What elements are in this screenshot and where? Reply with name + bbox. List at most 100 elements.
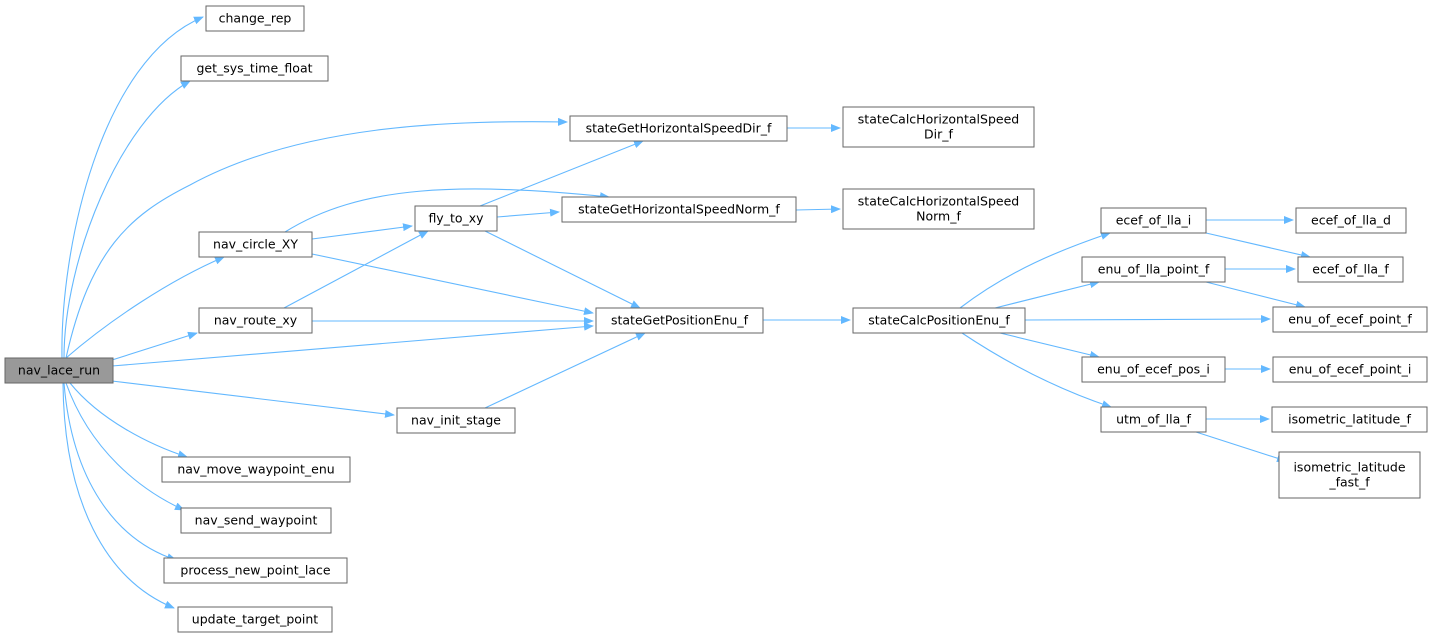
edge-fly_to_xy-to-stateGetPositionEnu_f [484,230,641,309]
edge-ecef_of_lla_i-to-ecef_of_lla_f [1205,232,1311,259]
node-box [561,196,797,223]
edge-nav_init_stage-to-stateGetPositionEnu_f [484,332,646,409]
node-label: stateCalcHorizontalSpeed [858,194,1019,209]
node-label: utm_of_lla_f [1116,412,1191,427]
node-label: nav_send_waypoint [195,513,318,528]
node-enu_of_ecef_pos_i[interactable]: enu_of_ecef_pos_i [1081,356,1226,383]
node-box [198,307,313,334]
edge-nav_lace_run-to-change_rep [61,16,204,359]
node-label: nav_circle_XY [213,237,298,252]
node-label: enu_of_lla_point_f [1098,262,1210,277]
edge-nav_circle_XY-to-fly_to_xy [311,223,413,240]
edge-enu_of_lla_point_f-to-enu_of_ecef_point_f [1205,281,1306,309]
edge-fly_to_xy-to-stateGetHorizontalSpeedDir_f [479,140,644,207]
node-box [1297,256,1404,283]
edge-nav_lace_run-to-nav_move_waypoint_enu [69,382,188,459]
node-ecef_of_lla_d[interactable]: ecef_of_lla_d [1295,207,1407,234]
edge-stateCalcPositionEnu_f-to-enu_of_ecef_pos_i [999,332,1100,359]
node-box [4,357,114,384]
edge-nav_circle_XY-to-stateGetHorizontalSpeedNorm_f [284,188,610,233]
edge-nav_lace_run-to-nav_send_waypoint [65,382,185,511]
node-label: enu_of_ecef_point_i [1289,362,1412,377]
node-box [1100,207,1207,234]
node-label: nav_route_xy [214,313,298,328]
node-stateGetPositionEnu_f[interactable]: stateGetPositionEnu_f [595,307,764,334]
edge-nav_lace_run-to-nav_init_stage [111,380,395,418]
node-nav_init_stage[interactable]: nav_init_stage [396,407,516,434]
node-box [852,307,1026,334]
node-fly_to_xy[interactable]: fly_to_xy [414,205,498,232]
node-box [1081,256,1226,283]
node-box [842,188,1035,230]
node-change_rep[interactable]: change_rep [205,5,305,32]
edge-utm_of_lla_f-to-isometric_latitude_fast_f [1195,431,1287,463]
node-stateGetHorizontalSpeedDir_f[interactable]: stateGetHorizontalSpeedDir_f [569,115,788,142]
node-label: nav_init_stage [411,413,501,428]
node-box [1100,406,1207,433]
node-ecef_of_lla_f[interactable]: ecef_of_lla_f [1297,256,1404,283]
nodes-layer: nav_lace_run change_rep get_sys_time_float… [4,5,1428,633]
node-box [180,507,332,534]
node-enu_of_ecef_point_i[interactable]: enu_of_ecef_point_i [1272,356,1428,383]
node-label: nav_move_waypoint_enu [177,462,334,477]
node-stateCalcPositionEnu_f[interactable]: stateCalcPositionEnu_f [852,307,1026,334]
node-box [595,307,764,334]
edge-fly_to_xy-to-stateGetHorizontalSpeedNorm_f [496,208,560,218]
node-label: get_sys_time_float [196,61,312,76]
node-isometric_latitude_fast_f[interactable]: isometric_latitude_fast_f [1278,451,1421,499]
node-box [1271,406,1428,433]
node-box [163,557,348,584]
node-isometric_latitude_f[interactable]: isometric_latitude_f [1271,406,1428,433]
edge-nav_lace_run-to-nav_circle_XY [65,256,225,359]
node-nav_route_xy[interactable]: nav_route_xy [198,307,313,334]
node-label: stateGetHorizontalSpeedDir_f [586,121,772,136]
edge-nav_route_xy-to-fly_to_xy [283,230,429,309]
node-label: Norm_f [916,209,961,224]
node-nav_lace_run[interactable]: nav_lace_run [4,357,114,384]
edge-stateCalcPositionEnu_f-to-enu_of_ecef_point_f [1024,315,1271,324]
node-ecef_of_lla_i[interactable]: ecef_of_lla_i [1100,207,1207,234]
node-enu_of_ecef_point_f[interactable]: enu_of_ecef_point_f [1272,306,1428,333]
node-label: fly_to_xy [428,211,484,226]
edge-nav_lace_run-to-stateGetHorizontalSpeedDir_f [65,117,568,359]
node-label: _fast_f [1328,475,1370,490]
node-process_new_point_lace[interactable]: process_new_point_lace [163,557,348,584]
node-label: enu_of_ecef_point_f [1288,312,1412,327]
node-box [1272,306,1428,333]
node-box [1278,451,1421,499]
node-box [569,115,788,142]
node-label: process_new_point_lace [180,563,331,578]
node-update_target_point[interactable]: update_target_point [177,606,333,633]
node-box [1081,356,1226,383]
node-label: ecef_of_lla_f [1312,262,1389,277]
node-box [842,106,1035,148]
node-label: update_target_point [192,612,319,627]
node-get_sys_time_float[interactable]: get_sys_time_float [180,55,329,82]
node-nav_circle_XY[interactable]: nav_circle_XY [198,231,313,258]
edge-nav_lace_run-to-process_new_point_lace [63,382,177,561]
node-utm_of_lla_f[interactable]: utm_of_lla_f [1100,406,1207,433]
edge-stateCalcPositionEnu_f-to-ecef_of_lla_i [959,232,1111,309]
node-box [161,456,351,483]
edge-nav_lace_run-to-get_sys_time_float [63,80,191,359]
node-label: ecef_of_lla_d [1311,213,1391,228]
edge-stateCalcPositionEnu_f-to-enu_of_lla_point_f [994,280,1100,309]
node-label: isometric_latitude [1293,460,1405,475]
edge-nav_circle_XY-to-stateGetPositionEnu_f [311,253,594,316]
node-box [414,205,498,232]
node-nav_move_waypoint_enu[interactable]: nav_move_waypoint_enu [161,456,351,483]
edges-layer [61,16,1311,609]
node-box [1272,356,1428,383]
node-box [396,407,516,434]
node-enu_of_lla_point_f[interactable]: enu_of_lla_point_f [1081,256,1226,283]
node-nav_send_waypoint[interactable]: nav_send_waypoint [180,507,332,534]
node-label: nav_lace_run [18,363,100,378]
edge-stateCalcPositionEnu_f-to-utm_of_lla_f [961,332,1112,408]
node-label: stateCalcPositionEnu_f [868,313,1010,328]
node-stateGetHorizontalSpeedNorm_f[interactable]: stateGetHorizontalSpeedNorm_f [561,196,797,223]
node-box [205,5,305,32]
edge-stateGetHorizontalSpeedNorm_f-to-stateCalcHorizontalSpeedNorm_f [795,205,841,214]
